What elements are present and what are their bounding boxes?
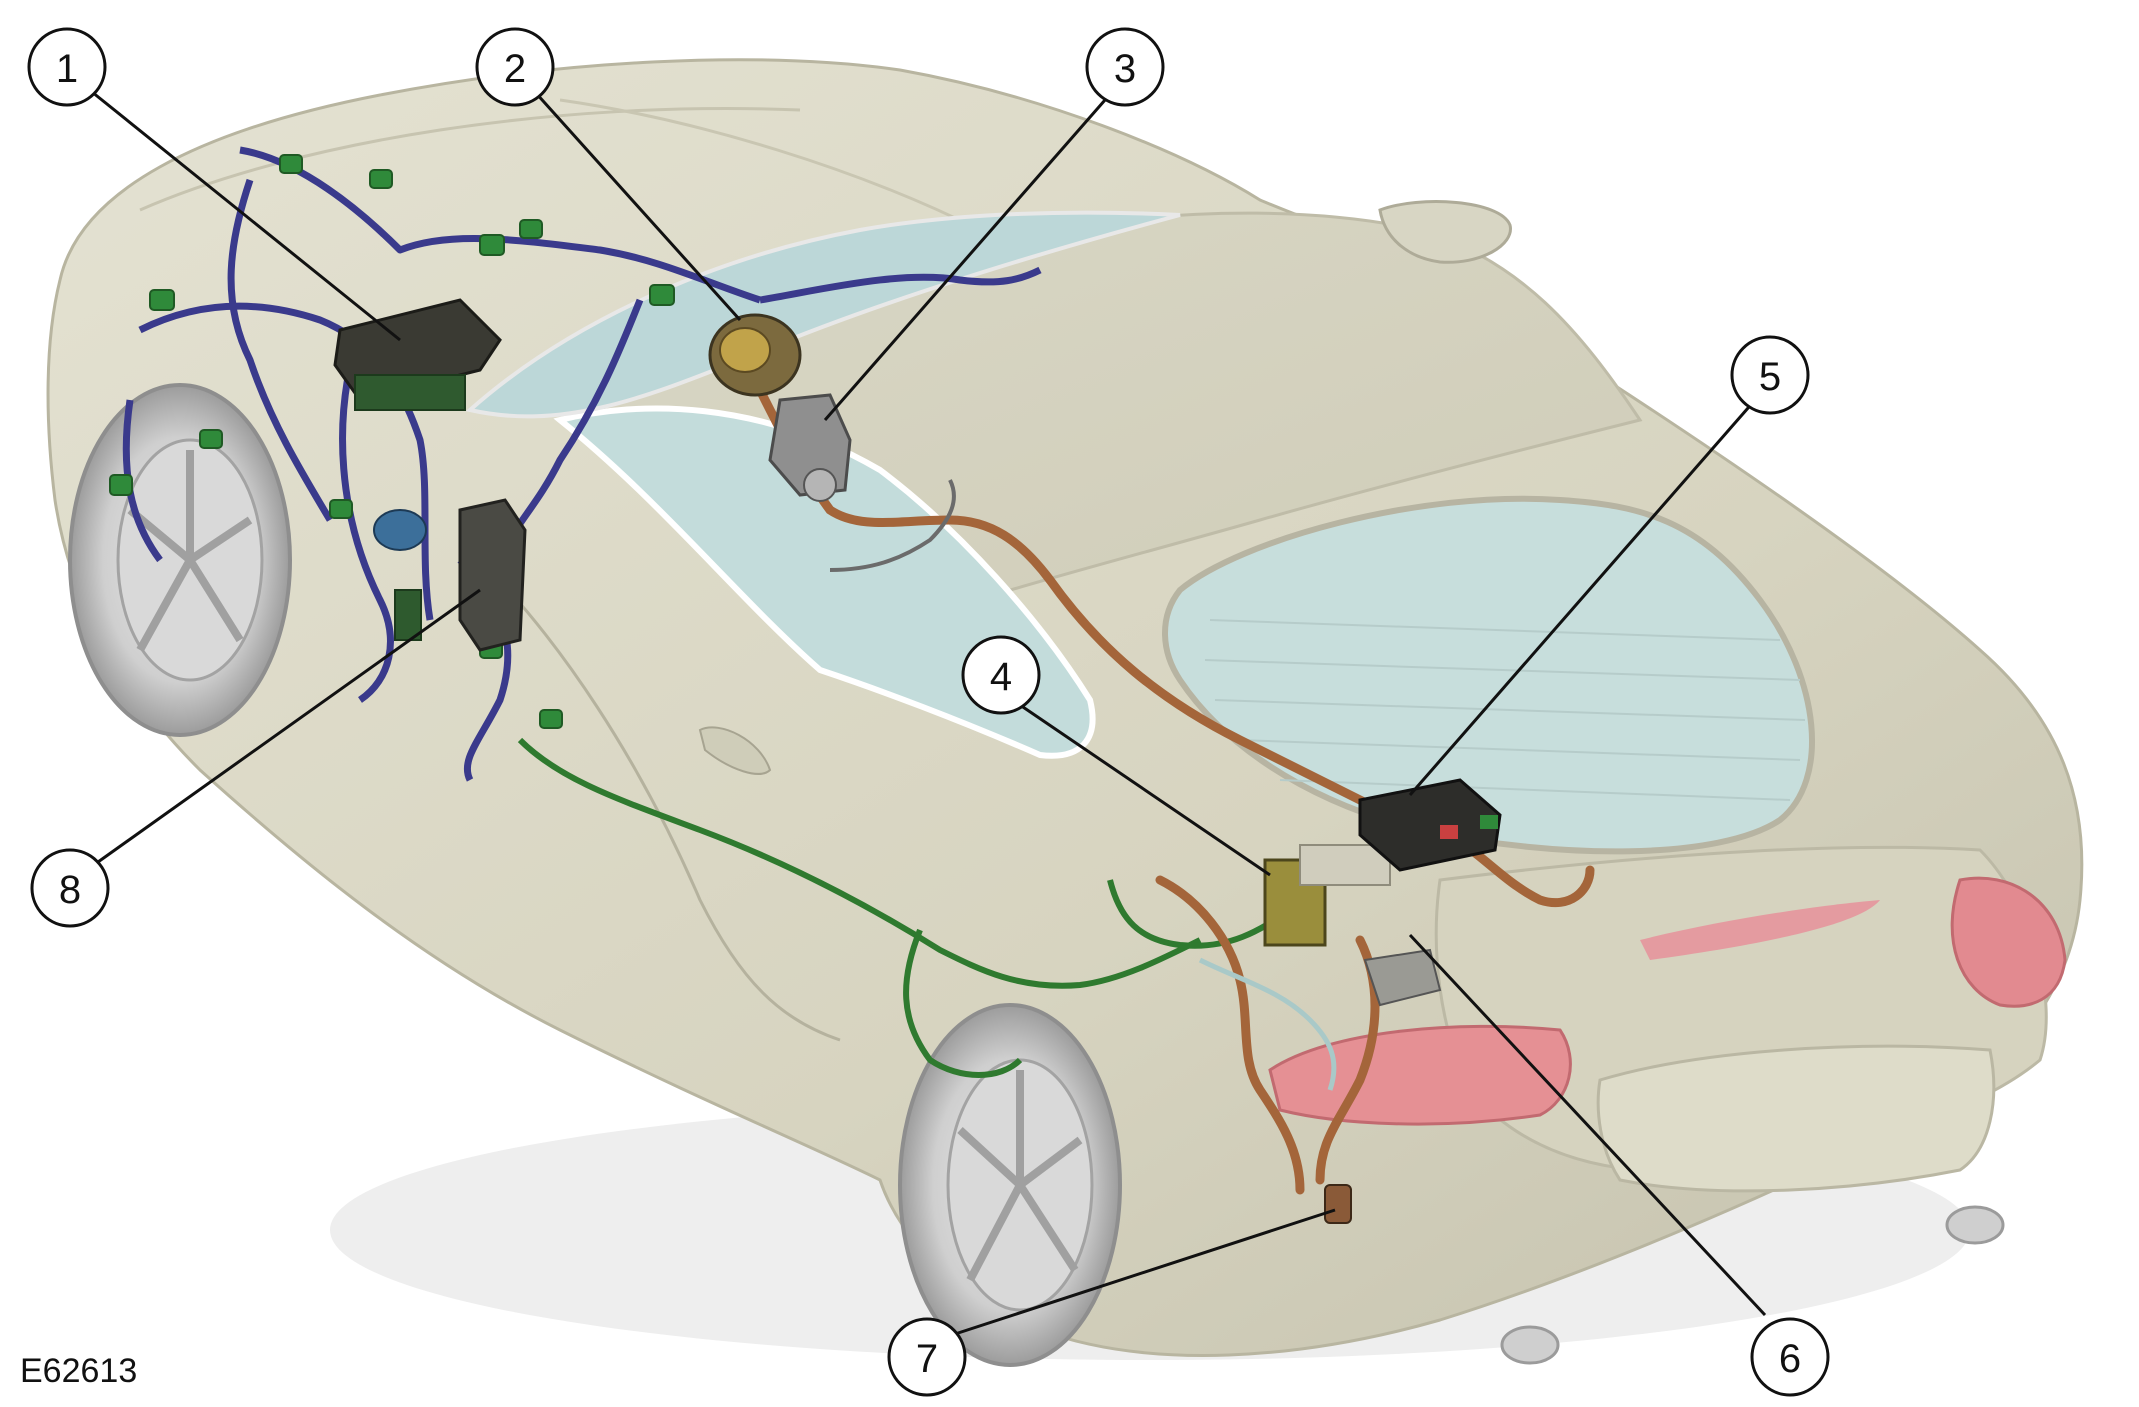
rear-light-bar (1640, 900, 1880, 960)
rear-body-connector (1324, 1184, 1352, 1224)
leader-line-2 (533, 90, 742, 322)
hood-crease-2 (559, 98, 981, 232)
callout-number-7: 7 (916, 1337, 938, 1381)
rear-aux-cable (1198, 957, 1337, 1091)
callout-number-6: 6 (1779, 1337, 1801, 1381)
rear-window-defroster-lines (1204, 619, 1806, 801)
callout-number-5: 5 (1759, 355, 1781, 399)
callout-number-2: 2 (504, 47, 526, 91)
harness-connectors (109, 154, 675, 729)
leader-line-7 (951, 1208, 1336, 1337)
side-mirror (1378, 200, 1512, 264)
rear-green-harness (517, 737, 1292, 1078)
callout-4: 4 (961, 635, 1041, 715)
door-handle (698, 726, 772, 775)
callout-7: 7 (887, 1317, 967, 1397)
callout-number-8: 8 (59, 868, 81, 912)
callout-3: 3 (1085, 27, 1165, 107)
exhaust-tip-right (1945, 1205, 2005, 1245)
callout-2: 2 (475, 27, 555, 107)
callout-number-1: 1 (56, 47, 78, 91)
callout-8: 8 (30, 848, 110, 928)
figure-id: E62613 (20, 1352, 138, 1390)
tail-light-right (1950, 876, 2067, 1008)
leader-line-3 (823, 99, 1107, 421)
bulkhead-module (373, 498, 527, 652)
door-seam (478, 558, 841, 1042)
battery-junction-box (1363, 948, 1442, 1007)
starter-motor (768, 393, 852, 502)
callout-number-3: 3 (1114, 47, 1136, 91)
car-body (46, 58, 2084, 1365)
rear-power-distribution (1263, 844, 1391, 947)
exhaust-tip-left (1500, 1325, 1560, 1365)
front-junction-box (333, 298, 502, 411)
generator (708, 313, 802, 397)
battery (1358, 778, 1502, 872)
leader-line-8 (97, 588, 481, 864)
front-wheel (68, 383, 292, 737)
leader-line-1 (91, 90, 401, 342)
callout-6: 6 (1750, 1317, 1830, 1397)
license-plate-recess (1596, 1044, 1996, 1193)
callout-5: 5 (1730, 335, 1810, 415)
ground-cable (829, 479, 956, 572)
leader-line-5 (1408, 399, 1757, 796)
hood-crease (139, 106, 801, 212)
callout-number-4: 4 (990, 655, 1012, 699)
leader-lines (91, 90, 1767, 1337)
rear-wheel (898, 1003, 1122, 1367)
callout-1: 1 (27, 27, 107, 107)
leader-line-4 (1019, 703, 1271, 877)
leader-line-6 (1408, 933, 1767, 1317)
